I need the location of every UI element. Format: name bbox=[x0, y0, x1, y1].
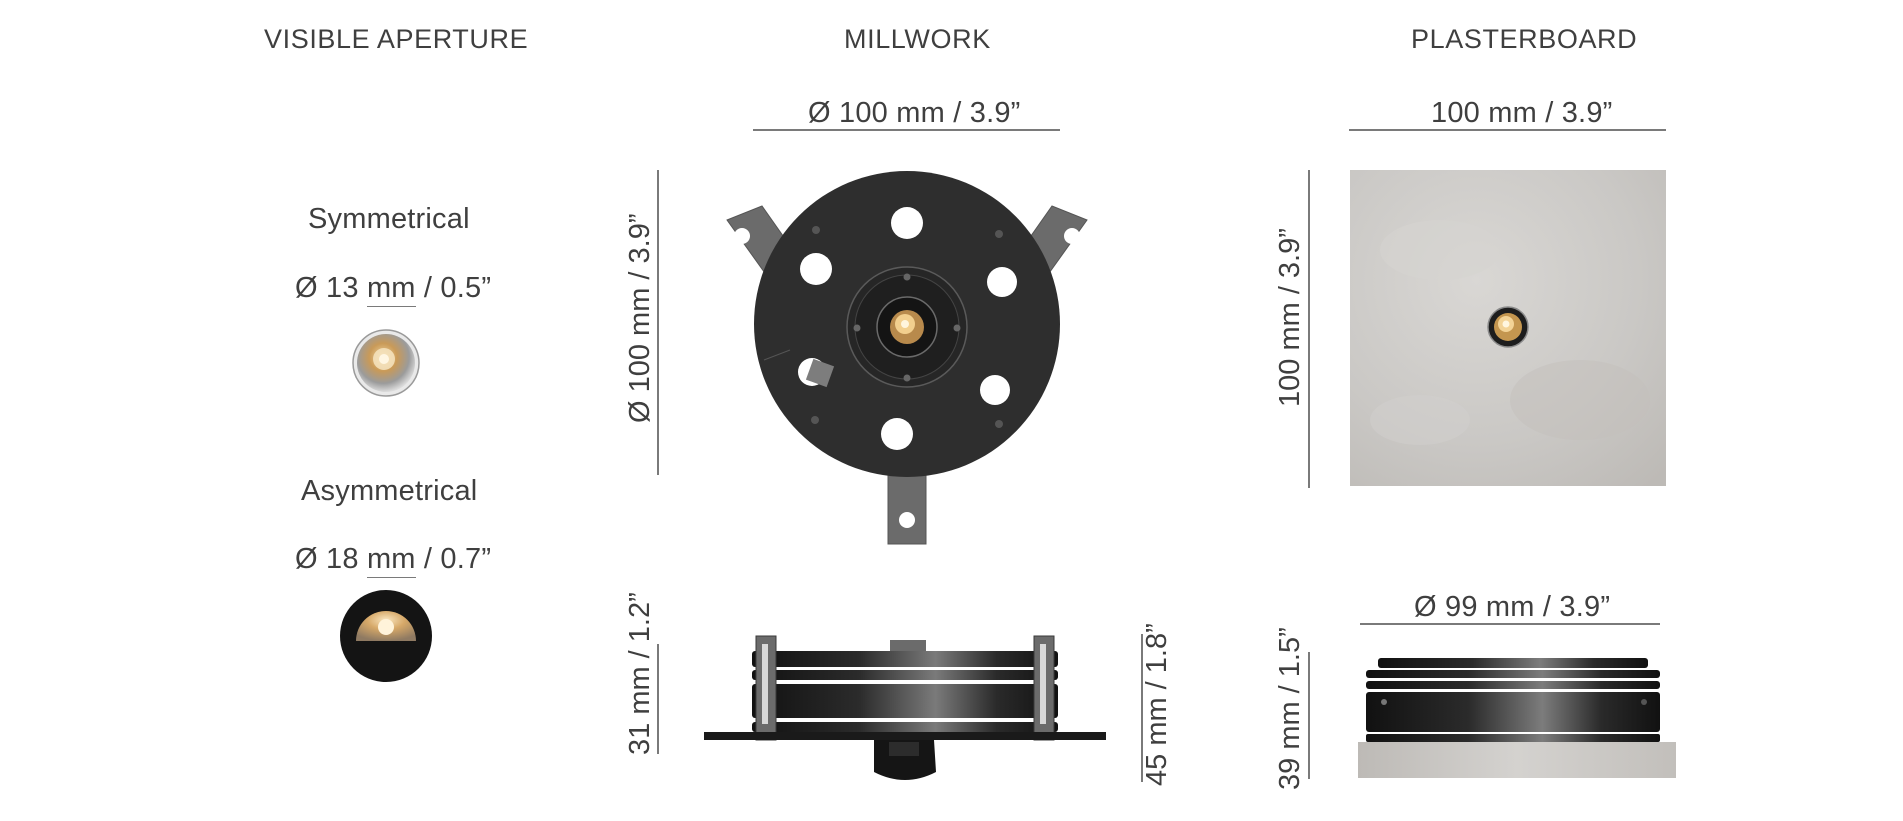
millwork-side-view-housing bbox=[704, 635, 1106, 780]
millwork-side-right-height-line bbox=[1141, 634, 1143, 782]
symmetrical-label: Symmetrical bbox=[308, 203, 470, 235]
plasterboard-side-view-housing bbox=[1358, 658, 1676, 778]
millwork-side-left-height-dimension: 31 mm / 1.2” bbox=[624, 592, 656, 755]
plasterboard-top-width-dimension: 100 mm / 3.9” bbox=[1431, 97, 1613, 129]
heading-plasterboard: PLASTERBOARD bbox=[1411, 24, 1638, 54]
asymmetrical-dimension-value: Ø 18 bbox=[295, 543, 367, 575]
millwork-top-height-line bbox=[657, 170, 659, 475]
millwork-top-width-line bbox=[753, 129, 1060, 131]
symmetrical-dimension-value: Ø 13 bbox=[295, 272, 367, 304]
plasterboard-side-height-line bbox=[1308, 652, 1310, 779]
millwork-side-left-height-line bbox=[657, 644, 659, 754]
asymmetrical-aperture-icon bbox=[340, 590, 432, 682]
heading-millwork: MILLWORK bbox=[844, 24, 991, 54]
plasterboard-top-height-dimension: 100 mm / 3.9” bbox=[1274, 228, 1306, 407]
plasterboard-side-width-line bbox=[1360, 623, 1660, 625]
asymmetrical-dimension-unit: mm bbox=[366, 543, 416, 578]
symmetrical-aperture-icon bbox=[352, 329, 420, 397]
asymmetrical-dimension: Ø 18 mm / 0.7” bbox=[295, 543, 492, 578]
plasterboard-side-height-dimension: 39 mm / 1.5” bbox=[1274, 627, 1306, 790]
plasterboard-top-width-line bbox=[1349, 129, 1666, 131]
millwork-top-view-housing bbox=[726, 171, 1088, 545]
symmetrical-dimension-imperial: / 0.5” bbox=[415, 272, 492, 304]
symmetrical-dimension: Ø 13 mm / 0.5” bbox=[295, 272, 492, 307]
millwork-top-height-dimension: Ø 100 mm / 3.9” bbox=[624, 213, 656, 423]
asymmetrical-dimension-imperial: / 0.7” bbox=[415, 543, 492, 575]
millwork-side-right-height-dimension: 45 mm / 1.8” bbox=[1141, 623, 1173, 786]
plasterboard-top-view-panel bbox=[1350, 170, 1666, 486]
heading-visible-aperture: VISIBLE APERTURE bbox=[264, 24, 529, 54]
plasterboard-side-width-dimension: Ø 99 mm / 3.9” bbox=[1414, 591, 1611, 623]
asymmetrical-label: Asymmetrical bbox=[301, 475, 478, 507]
plasterboard-top-height-line bbox=[1308, 170, 1310, 488]
symmetrical-dimension-unit: mm bbox=[366, 272, 416, 307]
millwork-top-width-dimension: Ø 100 mm / 3.9” bbox=[808, 97, 1021, 129]
